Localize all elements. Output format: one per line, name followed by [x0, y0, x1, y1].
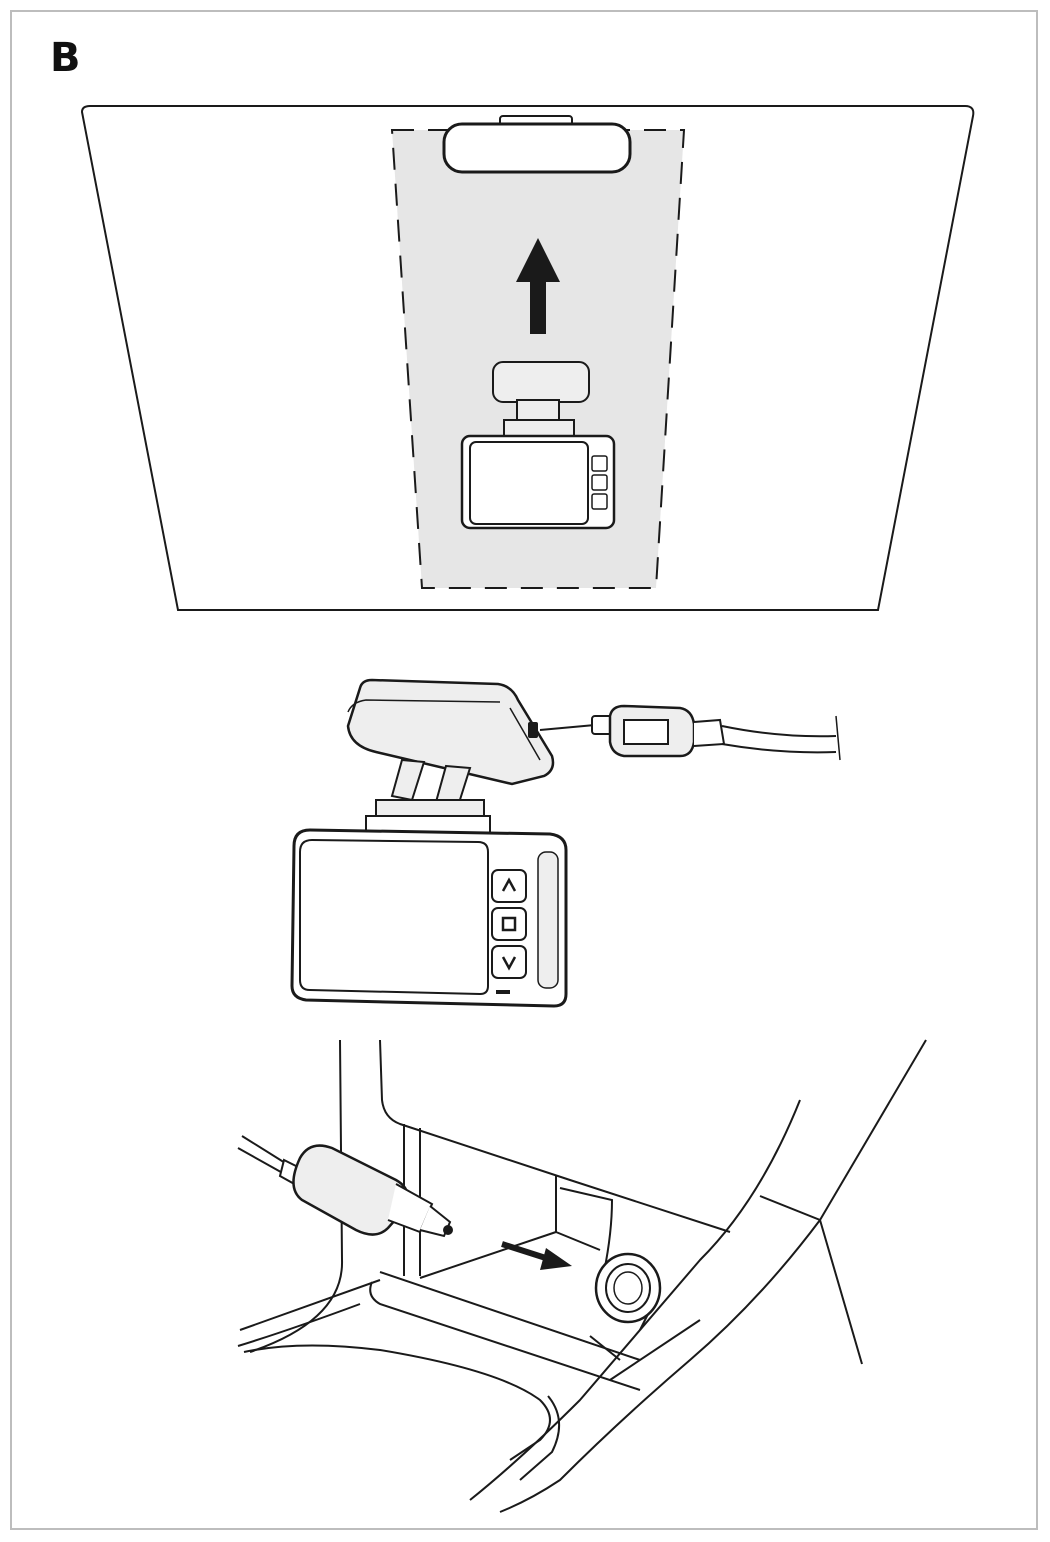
- usb-cable-icon: [539, 704, 841, 761]
- cigarette-lighter-socket-icon: [594, 1252, 662, 1324]
- rear-view-mirror-icon: [442, 115, 632, 174]
- car-interior-lines: [237, 1039, 927, 1513]
- dashcam-body-icon: [290, 828, 568, 1008]
- arrow-up-icon: [516, 238, 560, 334]
- arrow-right-icon: [501, 1241, 572, 1270]
- car-charger-plug-icon: [237, 1135, 453, 1238]
- panel-label: B: [50, 35, 81, 81]
- dashcam-small-icon: [460, 361, 616, 530]
- dashcam-mount-pad-icon: [346, 678, 555, 786]
